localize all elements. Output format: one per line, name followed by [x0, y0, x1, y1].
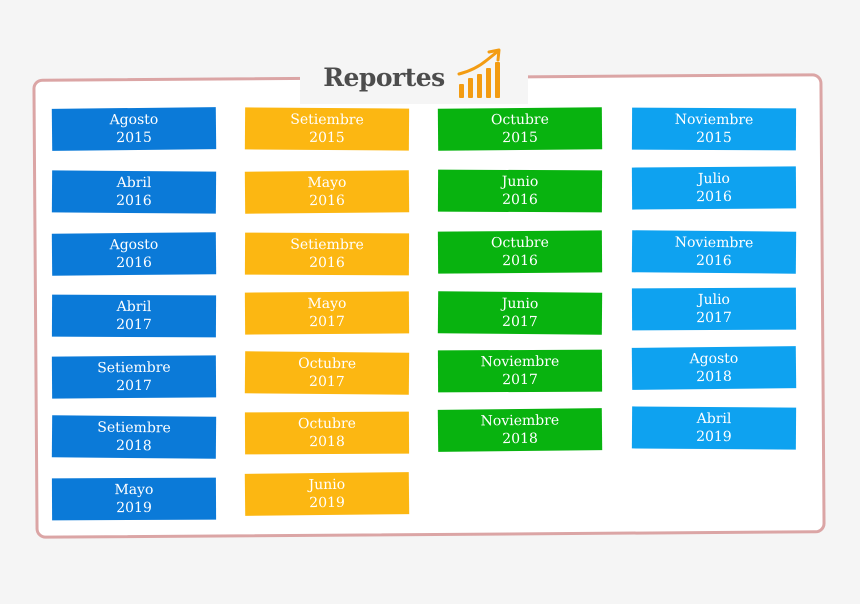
report-year: 2017	[502, 313, 538, 331]
report-month: Mayo	[307, 295, 347, 313]
report-month: Julio	[697, 291, 730, 309]
report-year: 2015	[696, 129, 732, 147]
report-year: 2018	[502, 430, 538, 448]
report-year: 2017	[116, 316, 152, 334]
report-month: Noviembre	[480, 412, 560, 430]
report-month: Octubre	[298, 355, 357, 373]
report-month: Octubre	[297, 415, 356, 433]
report-year: 2017	[116, 377, 152, 395]
report-month: Abril	[116, 174, 152, 192]
report-year: 2017	[696, 309, 732, 327]
report-month: Abril	[116, 298, 152, 316]
report-year: 2016	[116, 254, 152, 272]
report-year: 2019	[116, 499, 152, 517]
report-year: 2016	[309, 192, 345, 210]
growth-chart-icon	[457, 48, 501, 98]
report-month: Agosto	[689, 350, 739, 368]
report-month: Abril	[696, 410, 732, 428]
report-month: Noviembre	[674, 234, 754, 252]
report-month: Setiembre	[290, 111, 364, 129]
report-year: 2016	[502, 252, 538, 270]
report-month: Julio	[697, 170, 730, 188]
report-year: 2016	[116, 192, 152, 210]
report-year: 2018	[696, 368, 732, 386]
report-month: Octubre	[490, 234, 549, 252]
report-year: 2017	[309, 313, 345, 331]
report-month: Setiembre	[97, 419, 171, 437]
report-month: Mayo	[114, 481, 154, 499]
report-month: Mayo	[307, 174, 347, 192]
report-year: 2017	[502, 371, 538, 389]
report-year: 2019	[696, 428, 732, 446]
report-year: 2016	[502, 191, 538, 209]
report-month: Agosto	[109, 236, 159, 254]
report-month: Junio	[308, 476, 346, 494]
reports-header: Reportes	[300, 44, 528, 104]
report-month: Noviembre	[480, 353, 560, 371]
report-year: 2018	[309, 433, 345, 451]
report-month: Setiembre	[97, 359, 171, 377]
page-title: Reportes	[323, 62, 445, 92]
report-month: Junio	[501, 295, 539, 313]
report-year: 2019	[309, 494, 345, 512]
report-month: Octubre	[490, 111, 549, 129]
report-year: 2016	[696, 252, 732, 270]
report-year: 2018	[116, 437, 152, 455]
report-year: 2016	[309, 254, 345, 272]
report-year: 2016	[696, 188, 732, 206]
report-month: Junio	[501, 173, 539, 191]
report-month: Agosto	[109, 111, 159, 129]
report-month: Setiembre	[290, 236, 364, 254]
report-month: Noviembre	[674, 111, 754, 129]
report-year: 2015	[116, 129, 152, 147]
report-year: 2017	[309, 373, 345, 391]
report-year: 2015	[309, 129, 345, 147]
report-year: 2015	[502, 129, 538, 147]
